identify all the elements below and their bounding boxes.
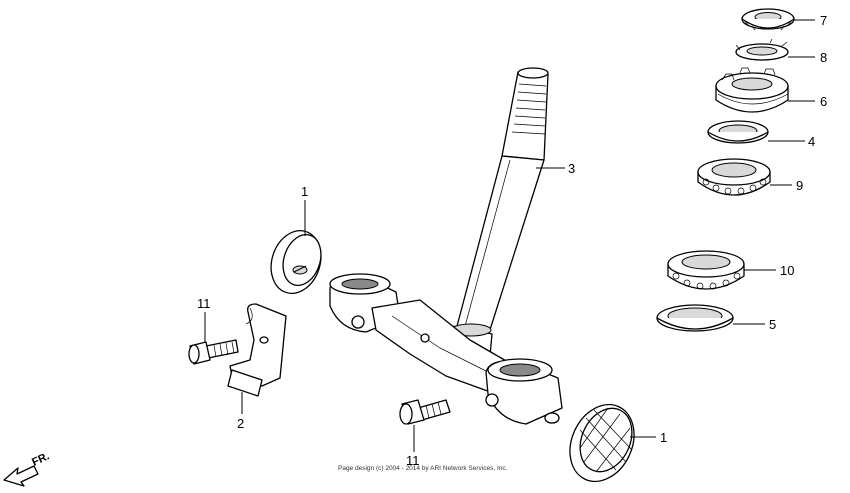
callout-1-upper: 1 (301, 184, 308, 199)
callout-5: 5 (769, 317, 776, 332)
part-2-bracket[interactable] (227, 303, 287, 397)
part-8-lock-washer[interactable] (735, 38, 789, 61)
part-10-lower-bearing[interactable] (667, 250, 745, 290)
callout-1-lower: 1 (660, 430, 667, 445)
part-6-adjusting-nut[interactable] (715, 67, 789, 113)
callout-9: 9 (796, 178, 803, 193)
part-1-cap-lower[interactable] (558, 394, 646, 492)
callout-2: 2 (237, 416, 244, 431)
part-9-upper-bearing[interactable] (697, 158, 771, 196)
bottom-bridge[interactable] (329, 273, 563, 425)
part-3-steering-stem[interactable] (449, 67, 549, 360)
callout-11-left: 11 (197, 296, 211, 311)
callout-10: 10 (780, 263, 794, 278)
part-11-bolt-bottom[interactable] (399, 399, 451, 425)
part-7-lock-nut[interactable] (741, 8, 795, 31)
direction-label: FR. (30, 450, 51, 468)
part-11-bolt-left[interactable] (188, 339, 239, 365)
front-direction-arrow: FR. (3, 450, 51, 487)
callout-6: 6 (820, 94, 827, 109)
callout-11-bottom: 11 (406, 453, 420, 468)
part-4-dust-seal[interactable] (707, 120, 769, 144)
callout-7: 7 (820, 13, 827, 28)
copyright-notice: Page design (c) 2004 - 2014 by ARI Netwo… (338, 465, 508, 472)
callout-8: 8 (820, 50, 827, 65)
callout-4: 4 (808, 134, 815, 149)
callout-3: 3 (568, 161, 575, 176)
part-1-cap-upper[interactable] (263, 224, 328, 300)
part-5-lower-dust-seal[interactable] (656, 304, 734, 332)
